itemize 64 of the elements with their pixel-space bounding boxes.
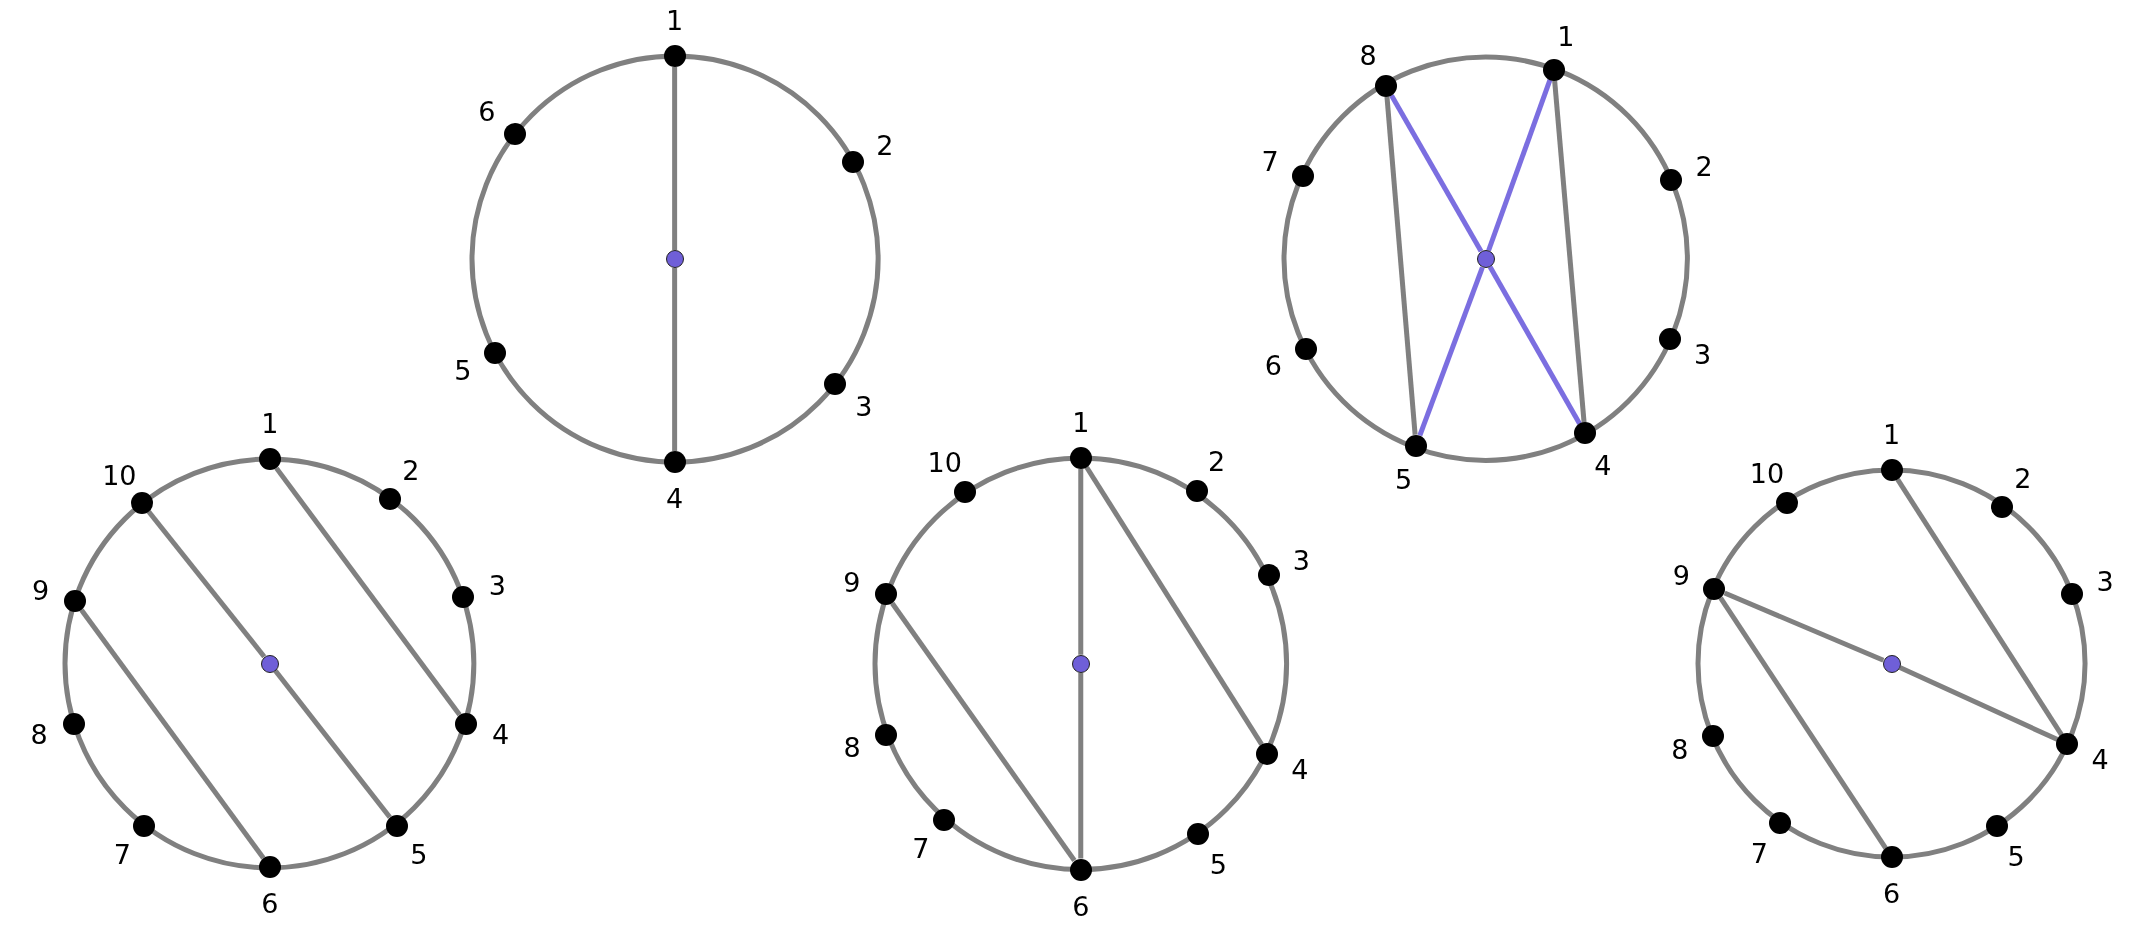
point-number: 1 bbox=[1557, 22, 1575, 50]
chord-line bbox=[672, 66, 678, 250]
chord-line bbox=[1384, 96, 1418, 435]
point-number: 6 bbox=[261, 889, 279, 917]
point-number: 9 bbox=[1672, 561, 1690, 589]
point-number: 4 bbox=[491, 720, 510, 748]
point-number: 2 bbox=[402, 456, 420, 484]
point-number: 3 bbox=[855, 392, 873, 420]
point-number: 8 bbox=[1359, 41, 1377, 69]
chord-line bbox=[1084, 465, 1264, 746]
point-number: 4 bbox=[666, 484, 684, 512]
point-number: 1 bbox=[666, 6, 684, 34]
point-number: 6 bbox=[1883, 879, 1901, 907]
chord-line bbox=[1417, 266, 1485, 437]
chord-line bbox=[1078, 468, 1084, 655]
point-number: 5 bbox=[1209, 850, 1227, 878]
point-number: 5 bbox=[454, 356, 472, 384]
point-number: 5 bbox=[410, 840, 428, 868]
point-number: 9 bbox=[843, 568, 861, 596]
point-number: 8 bbox=[843, 733, 861, 761]
chord-line bbox=[1898, 665, 2059, 742]
chord-line bbox=[1723, 590, 1885, 663]
point-number: 8 bbox=[1671, 735, 1689, 763]
chord-line bbox=[1718, 596, 1888, 850]
point-number: 5 bbox=[1394, 465, 1413, 493]
chord-line bbox=[273, 669, 392, 819]
chord-line bbox=[1486, 79, 1553, 252]
chord-line bbox=[1487, 265, 1582, 426]
chord-line bbox=[1895, 478, 2064, 737]
point-number: 1 bbox=[261, 409, 279, 437]
point-number: 6 bbox=[1072, 892, 1090, 919]
chord-line bbox=[672, 267, 678, 451]
point-number: 3 bbox=[488, 571, 506, 599]
point-number: 8 bbox=[30, 720, 48, 748]
point-number: 10 bbox=[102, 461, 137, 489]
chord-line bbox=[1389, 94, 1484, 253]
point-number: 10 bbox=[927, 448, 962, 476]
point-number: 2 bbox=[2014, 464, 2032, 492]
point-number: 1 bbox=[1883, 420, 1901, 448]
point-number: 2 bbox=[1695, 152, 1713, 180]
point-number: 6 bbox=[478, 97, 496, 125]
chord-line bbox=[890, 601, 1077, 862]
point-number: 7 bbox=[912, 834, 930, 862]
point-number: 3 bbox=[1693, 340, 1712, 368]
point-number: 2 bbox=[876, 131, 894, 159]
point-number: 1 bbox=[1072, 408, 1090, 436]
point-number: 7 bbox=[113, 840, 132, 868]
point-number: 3 bbox=[1292, 546, 1310, 574]
point-number: 4 bbox=[2091, 745, 2109, 773]
chord-line bbox=[79, 608, 266, 860]
point-number: 2 bbox=[1208, 447, 1226, 475]
chord-line bbox=[1078, 672, 1084, 859]
point-number: 7 bbox=[1750, 839, 1768, 867]
point-number: 4 bbox=[1594, 451, 1612, 479]
point-number: 5 bbox=[2007, 842, 2025, 870]
point-number: 10 bbox=[1749, 459, 1785, 487]
point-number: 4 bbox=[1291, 755, 1309, 783]
chord-line bbox=[146, 509, 267, 659]
chord-line bbox=[274, 466, 462, 717]
chord-line bbox=[1552, 80, 1587, 423]
point-number: 6 bbox=[1264, 351, 1283, 379]
point-number: 7 bbox=[1261, 147, 1279, 175]
point-number: 9 bbox=[32, 576, 50, 604]
point-number: 3 bbox=[2096, 567, 2114, 595]
